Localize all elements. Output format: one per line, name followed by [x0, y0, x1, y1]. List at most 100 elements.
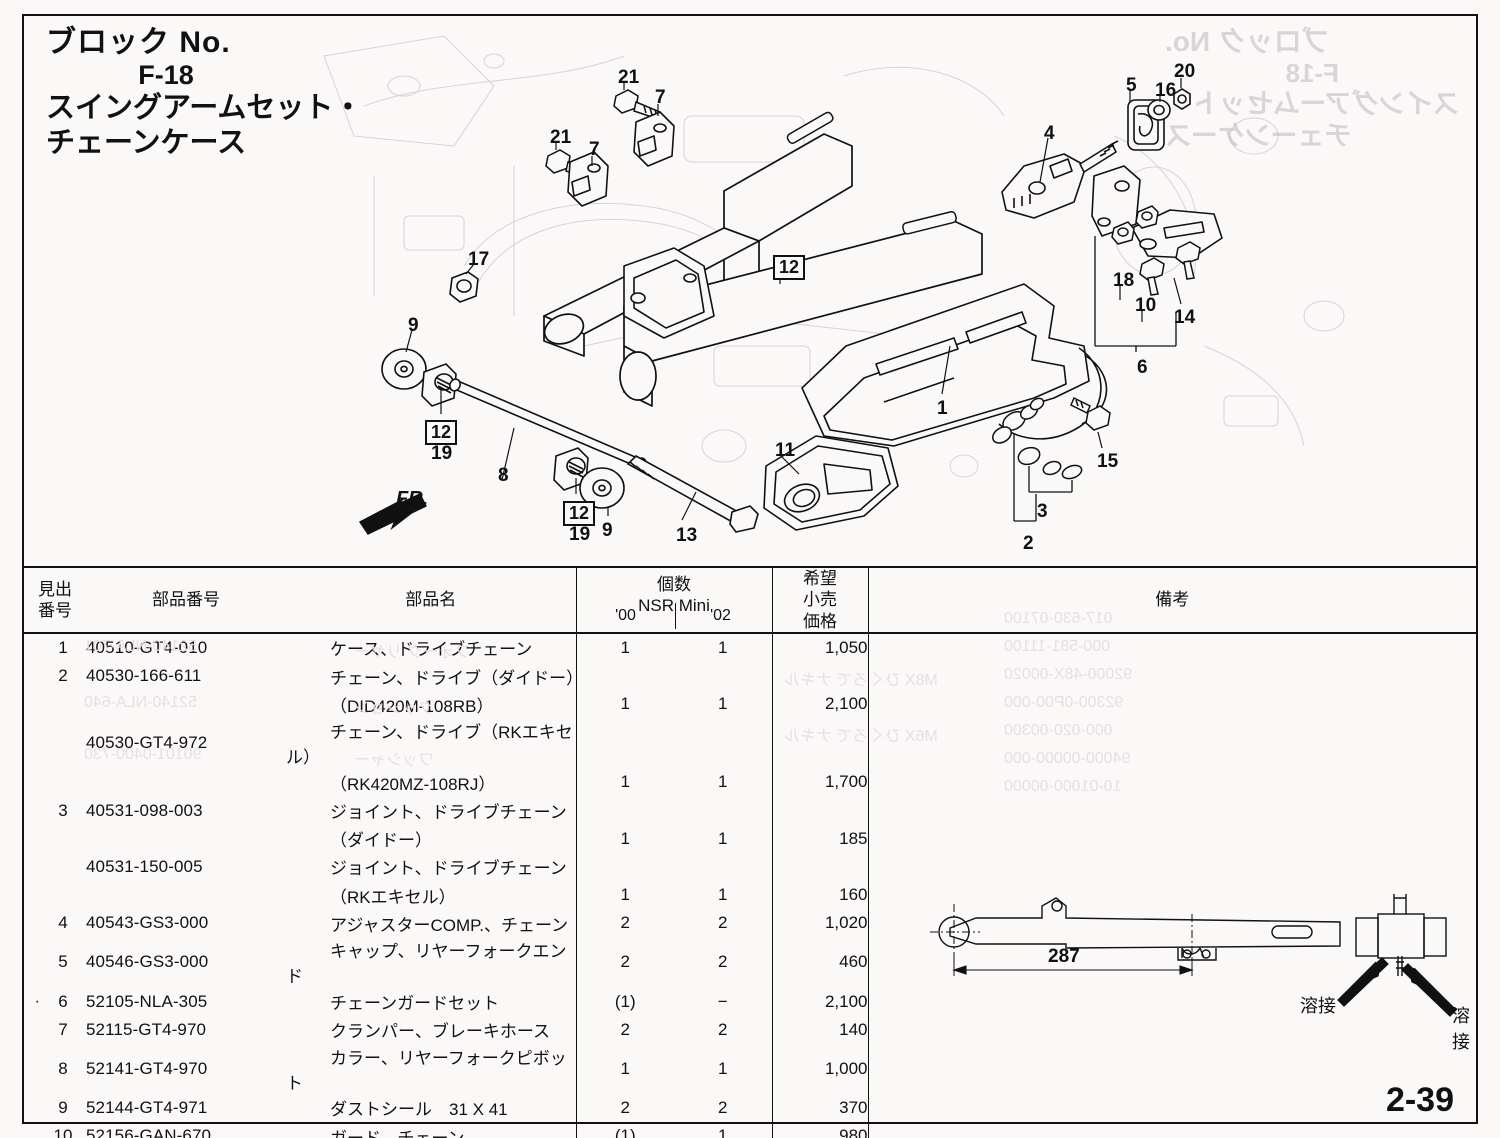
row-part-no: 40531-098-003: [86, 800, 203, 820]
row-index: [40, 853, 86, 881]
row-part-name-text: ジョイント、ドライブチェーン: [330, 803, 567, 823]
row-remarks: [867, 661, 1476, 691]
row-qty-00: (1): [575, 987, 674, 1016]
row-bullet: [24, 1016, 40, 1044]
callout-7: 7: [655, 87, 666, 108]
row-index: 4: [58, 913, 68, 933]
header-qty: 個数 NSR Mini '00 '02: [575, 567, 772, 633]
dimension-length-label: 287: [1048, 946, 1080, 967]
row-index: [40, 718, 86, 768]
header-index-line1: 見出: [38, 579, 72, 599]
row-remarks: [867, 1122, 1476, 1138]
assembly-title-line2: チェーンケース: [46, 127, 247, 160]
callout-8: 8: [498, 465, 509, 486]
header-price-line3: 価格: [803, 611, 837, 631]
row-price: 1,000: [771, 1043, 868, 1094]
row-qty-02: 2: [718, 913, 728, 933]
callout-3: 3: [1037, 501, 1048, 522]
row-qty-00: 1: [575, 690, 674, 719]
row-part-no: 40531-150-005: [86, 856, 203, 876]
collar-part-17: [449, 271, 479, 303]
row-bullet: [24, 1122, 40, 1138]
row-part-name-text: カラー、リヤーフォークピボット: [286, 1048, 567, 1093]
callout-21: 21: [550, 127, 572, 148]
row-part-no: 40510-GT4-010: [86, 637, 208, 657]
header-part-name: 部品名: [405, 590, 457, 610]
row-index: [40, 690, 86, 718]
row-price: 2,100: [771, 987, 868, 1016]
bracket-part-2: [1013, 434, 1037, 522]
row-part-no: 52144-GT4-971: [86, 1097, 208, 1117]
row-bullet: [24, 881, 40, 909]
flange-bolt-part-13: [626, 455, 759, 533]
callout-14: 14: [1174, 307, 1196, 328]
bracket-part-3: [1028, 466, 1073, 493]
row-bullet: [24, 937, 40, 987]
row-bullet: ·: [34, 992, 40, 1010]
weld-label-right: 溶接: [1452, 1006, 1470, 1052]
block-no-label: ブロック No.: [46, 26, 476, 60]
row-part-name-text: ダストシール 31 X 41: [330, 1100, 508, 1120]
callout-19: 19: [569, 524, 591, 545]
page-title: ブロック No. F-18 スイングアームセット・ チェーンケース: [46, 26, 476, 161]
row-part-name: チェーン、ドライブ（RKエキセル）: [286, 718, 576, 768]
row-remarks: [867, 824, 1476, 853]
brake-hose-clamp-part-7b: [567, 151, 609, 207]
row-qty-02: 1: [718, 1126, 728, 1138]
row-qty-02: [674, 662, 772, 690]
bolt-part-21a: [613, 89, 661, 120]
row-part-no: 40546-GS3-000: [86, 952, 209, 972]
row-bullet: [24, 1044, 40, 1094]
callout-2: 2: [1023, 533, 1034, 554]
row-price: 1,020: [771, 909, 868, 938]
row-qty-02: 1: [718, 885, 728, 905]
collar-part-18c: [1111, 221, 1135, 245]
row-price: [771, 718, 868, 769]
row-bullet: [24, 797, 40, 825]
bearing-part-12b: [553, 447, 589, 491]
row-bullet: [24, 768, 40, 796]
row-price: 1,050: [771, 632, 868, 662]
fr-direction-arrow: [358, 493, 427, 535]
row-index: 10: [53, 1126, 73, 1138]
row-qty-00: 2: [575, 1093, 674, 1122]
row-remarks: [867, 768, 1476, 797]
weld-arrow-right: [1401, 963, 1457, 1017]
row-qty-00: 1: [575, 824, 674, 853]
row-part-name-text: チェーン、ドライブ（ダイドー）: [330, 668, 584, 688]
swingarm-slots: [786, 111, 957, 235]
block-no-text: ブロック No.: [46, 26, 231, 59]
callout-21: 21: [618, 67, 640, 88]
row-remarks: [867, 1043, 1476, 1094]
row-part-name: キャップ、リヤーフォークエンド: [286, 937, 576, 987]
dust-seal-part-9a: [381, 348, 427, 390]
callout-12: 12: [563, 501, 596, 526]
row-part-name-text: アジャスターCOMP.、チェーン: [330, 915, 569, 935]
table-body: 1 40510-GT4-010 ケース、ドライブチェーン 1 1 1,050 2 40530-…: [24, 632, 1476, 1138]
row-part-no: 40543-GS3-000: [86, 913, 209, 933]
row-part-name-text: キャップ、リヤーフォークエンド: [286, 942, 567, 987]
callout-13: 13: [676, 525, 698, 546]
row-bullet: [24, 662, 40, 690]
row-part-no: 52156-GAN-670: [86, 1126, 212, 1138]
callout-1: 1: [937, 398, 948, 419]
header-qty-line1: 個数: [657, 574, 691, 594]
dimension-line-287: [952, 958, 1194, 976]
row-qty-00: [575, 661, 674, 691]
row-part-name: カラー、リヤーフォークピボット: [286, 1044, 576, 1094]
row-qty-02: [674, 853, 772, 881]
row-qty-02: 1: [718, 772, 728, 792]
row-part-name-text: ケース、ドライブチェーン: [330, 640, 533, 660]
row-part-name-text: （DID420M-108RB）: [330, 696, 494, 716]
row-qty-00: 1: [575, 1043, 674, 1094]
row-qty-00: [575, 718, 674, 769]
callout-7: 7: [589, 139, 600, 160]
header-part-no: 部品番号: [152, 590, 220, 610]
row-remarks: [867, 796, 1476, 825]
